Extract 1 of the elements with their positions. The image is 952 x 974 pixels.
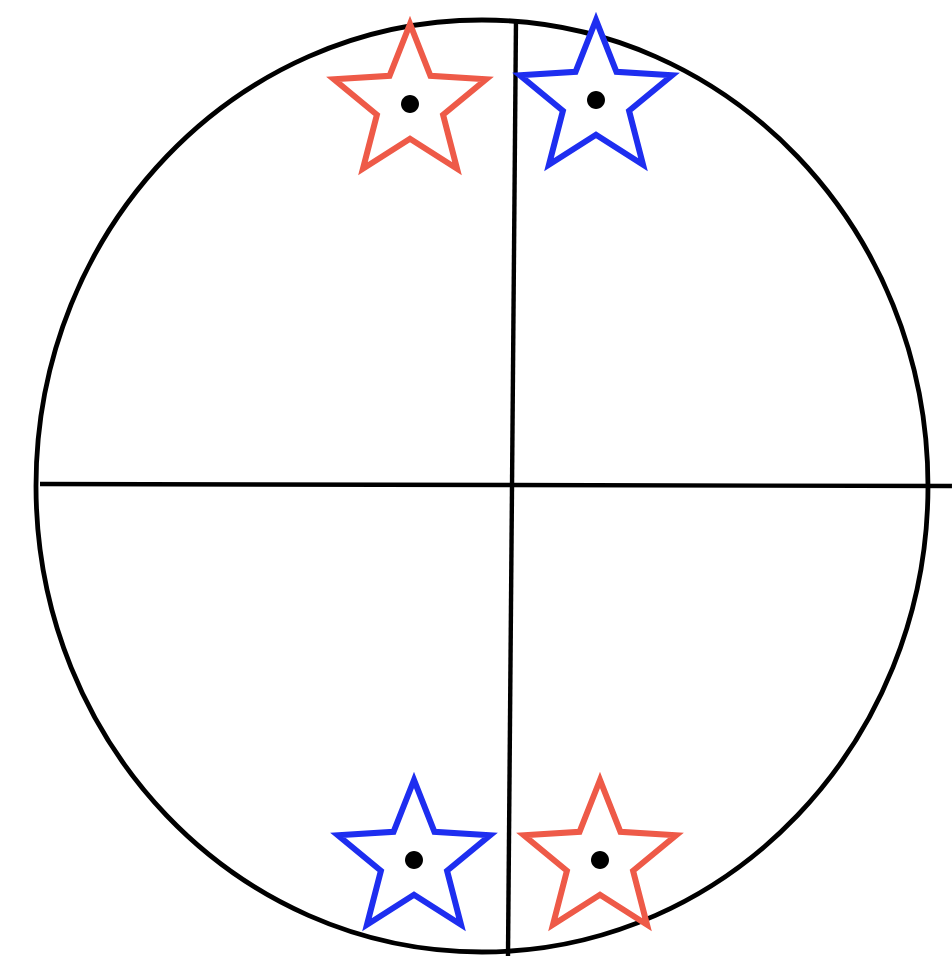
circle-outline xyxy=(33,17,931,955)
